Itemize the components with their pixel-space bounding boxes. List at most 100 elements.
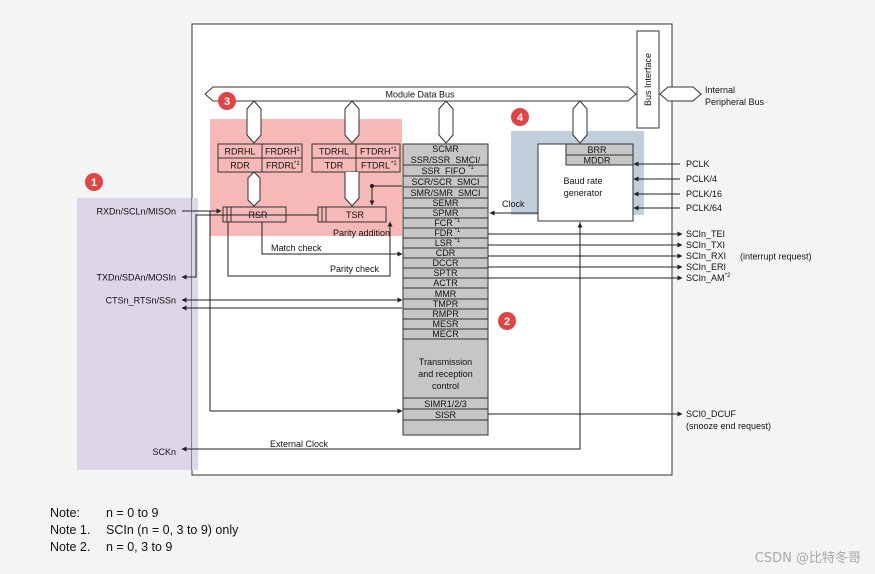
register-sup: *1: [455, 238, 461, 244]
note-row: Note 2. n = 0, 3 to 9: [50, 539, 238, 556]
frdrl-sup: *1: [294, 161, 300, 167]
tsr-label: TSR: [346, 210, 365, 220]
clock-input-pclk: PCLK: [686, 159, 710, 169]
control-label: Transmission: [419, 357, 472, 367]
badge-3: [218, 92, 236, 110]
tx-buffer: TDRHL TDR FTDRH *1 FTDRL *1: [311, 143, 401, 173]
parity-node: [370, 184, 374, 188]
register-actr: ACTR: [433, 278, 458, 288]
register-block: SCMRSSR/SSR_SMCI/SSR_FIFO*1SCR/SCR_SMCIS…: [402, 143, 489, 436]
interrupt-scin-eri: SCIn_ERI: [686, 262, 726, 272]
region-1-pin-area-inner: [192, 198, 198, 470]
baud-rate-generator: BRR MDDR Baud rate generator: [537, 143, 634, 222]
register-sup: *1: [468, 165, 474, 171]
note-text: n = 0, 3 to 9: [106, 540, 173, 554]
rsr-rdr-link: [247, 171, 261, 207]
badge-3-label: 3: [224, 96, 230, 108]
snooze-label: SCI0_DCUF: [686, 409, 737, 419]
register-spmr: SPMR: [432, 208, 459, 218]
note-text: n = 0 to 9: [106, 506, 159, 520]
pin-sck: SCKn: [152, 447, 176, 457]
ftdrl-label: FTDRL: [361, 161, 390, 171]
ftdrl-sup: *1: [391, 161, 397, 167]
brr-label: BRR: [587, 145, 607, 155]
module-data-bus: [204, 86, 637, 102]
rdrhl-label: RDRHL: [224, 147, 255, 157]
region-1-pin-area: [77, 198, 198, 470]
register-mesr: MESR: [432, 319, 459, 329]
interrupt-sup: *2: [725, 273, 731, 279]
clock-input-pclk-16: PCLK/16: [686, 189, 722, 199]
external-clock-label: External Clock: [270, 439, 329, 449]
tdr-label: TDR: [325, 161, 344, 171]
register-sup: *1: [455, 218, 461, 224]
register-fcr: FCR: [434, 218, 453, 228]
mddr-label: MDDR: [584, 156, 611, 166]
register-ssr-fifo: SSR_FIFO: [421, 166, 465, 176]
register-scr-scr-smci: SCR/SCR_SMCI: [411, 177, 479, 187]
register-semr: SEMR: [432, 198, 459, 208]
register-cdr: CDR: [436, 248, 456, 258]
signal-lines: Match check Parity check: [181, 185, 583, 452]
register-fdr: FDR: [434, 228, 453, 238]
register-ssr-ssr-smci-: SSR/SSR_SMCI/: [411, 155, 481, 165]
tdrhl-label: TDRHL: [319, 147, 349, 157]
badge-2-label: 2: [504, 316, 510, 328]
note-row: Note 1.SCIn (n = 0, 3 to 9) only: [50, 522, 238, 539]
note-key: Note 2.: [50, 540, 91, 554]
register-sptr: SPTR: [433, 268, 458, 278]
register-scmr: SCMR: [432, 144, 459, 154]
bus-tap-tx: [344, 100, 360, 144]
register-simr: SIMR1/2/3: [424, 399, 467, 409]
rx-buffer: RDRHL RDR FRDRH *1 FRDRL *1: [217, 143, 303, 173]
interrupt-scin-txi: SCIn_TXI: [686, 240, 725, 250]
bus-tap-baud: [572, 100, 588, 144]
module-data-bus-label: Module Data Bus: [385, 90, 455, 100]
ftdrh-sup: *1: [391, 147, 397, 153]
register-block-frame: [402, 143, 489, 436]
register-sisr: SISR: [435, 410, 457, 420]
bus-tap-rx: [246, 100, 262, 144]
frdrh-label: FRDRH: [265, 147, 297, 157]
internal-bus-label-2: Peripheral Bus: [705, 97, 765, 107]
register-dccr: DCCR: [433, 258, 459, 268]
pin-txd: TXDn/SDAn/MOSIn: [96, 273, 176, 283]
baud-label-1: Baud rate: [563, 176, 602, 186]
rdr-label: RDR: [230, 161, 250, 171]
register-lsr: LSR: [435, 238, 453, 248]
internal-bus-label-1: Internal: [705, 85, 735, 95]
badge-4: [511, 108, 529, 126]
interrupt-scin-tei: SCIn_TEI: [686, 229, 725, 239]
interrupt-scin-rxi: SCIn_RXI: [686, 251, 726, 261]
register-mecr: MECR: [432, 329, 459, 339]
badge-1-label: 1: [91, 177, 97, 189]
badges: 1 2 3 4: [85, 92, 529, 330]
clock-input-pclk-64: PCLK/64: [686, 203, 722, 213]
parity-check-label: Parity check: [330, 264, 380, 274]
tsr-box: TSR: [317, 206, 387, 223]
badge-4-label: 4: [517, 112, 524, 124]
register-sup: *1: [455, 228, 461, 234]
watermark: CSDN @比特冬哥: [754, 551, 861, 566]
bus-tap-reg: [438, 100, 454, 144]
badge-2: [498, 312, 516, 330]
control-label: and reception: [418, 369, 473, 379]
snooze-note: (snooze end request): [686, 421, 771, 431]
register-rmpr: RMPR: [432, 309, 459, 319]
pin-rxd: RXDn/SCLn/MISOn: [96, 207, 176, 217]
tdr-tsr-link: [344, 172, 360, 207]
baud-label-2: generator: [564, 188, 603, 198]
clock-label: Clock: [502, 199, 525, 209]
clock-input-pclk-4: PCLK/4: [686, 174, 717, 184]
frdrh-sup: *1: [294, 147, 300, 153]
control-label: control: [432, 381, 459, 391]
parity-addition-label: Parity addition: [333, 228, 390, 238]
note-row: Note:n = 0 to 9: [50, 505, 238, 522]
register-smr-smr-smci: SMR/SMR_SMCI: [410, 188, 480, 198]
internal-bus-arrow: [659, 86, 702, 102]
ftdrh-label: FTDRH: [360, 147, 391, 157]
bus-interface-box: [636, 30, 660, 129]
